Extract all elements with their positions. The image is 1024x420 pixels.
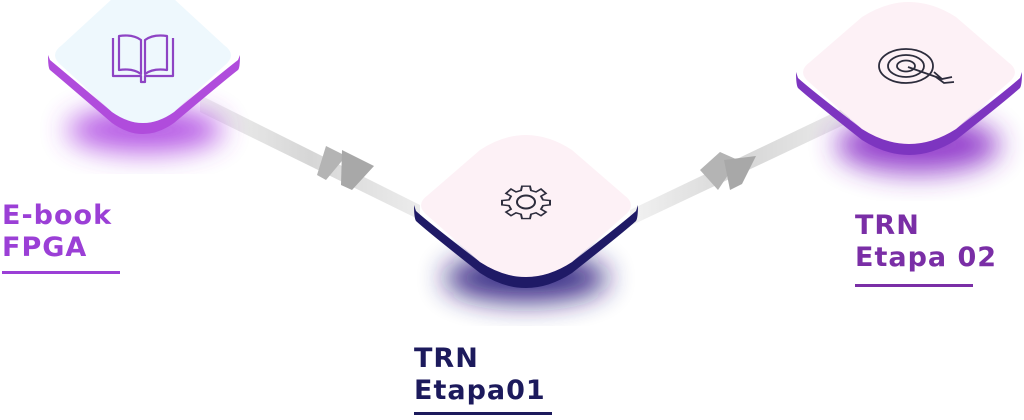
card-side	[48, 55, 240, 134]
card-side	[414, 205, 638, 288]
label-underline	[2, 271, 120, 274]
connector-ebook-to-etapa01	[200, 95, 420, 220]
node-etapa01	[414, 135, 638, 302]
node-ebook	[48, 0, 240, 152]
arrow-icon	[700, 152, 756, 190]
gear-icon	[501, 185, 551, 220]
target-icon	[878, 48, 955, 84]
card-top	[803, 2, 1015, 144]
node-label-ebook: E-book FPGA	[2, 200, 112, 264]
label-underline	[414, 412, 552, 415]
book-icon	[111, 34, 175, 84]
card-top	[55, 0, 231, 123]
label-line: Etapa01	[414, 375, 546, 406]
node-label-etapa02: TRN Etapa 02	[855, 210, 997, 274]
label-line: TRN	[414, 343, 479, 374]
card-top	[421, 135, 631, 277]
label-underline	[855, 284, 973, 287]
card-side	[796, 72, 1022, 155]
arrow-icon	[317, 146, 374, 190]
label-line: E-book	[2, 200, 113, 231]
label-line: TRN	[855, 210, 920, 241]
label-line: Etapa 02	[855, 242, 998, 273]
node-etapa02	[796, 2, 1022, 173]
node-label-etapa01: TRN Etapa01	[414, 343, 546, 407]
label-line: FPGA	[2, 232, 88, 263]
connector-etapa01-to-etapa02	[630, 105, 850, 226]
